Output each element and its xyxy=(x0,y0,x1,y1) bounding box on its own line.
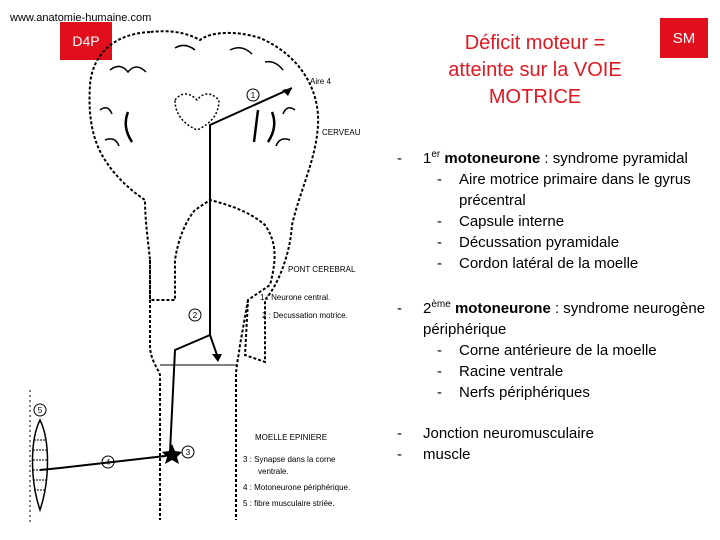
legend-1: 1 : Neurone central. xyxy=(260,293,330,302)
bullet-list: - 1er motoneurone : syndrome pyramidal -… xyxy=(393,148,713,465)
pont-label: PONT CEREBRAL xyxy=(288,265,356,274)
label-4-motoneuron: 4 xyxy=(106,458,111,467)
sub-item: -Nerfs périphériques xyxy=(437,384,590,401)
bullet-second-motoneuron: - 2ème motoneurone : syndrome neurogène … xyxy=(397,299,706,339)
sm-tag: SM xyxy=(660,18,708,58)
upper-motor-neuron-path xyxy=(169,87,293,453)
legend-4: 4 : Motoneurone périphérique. xyxy=(243,483,350,492)
basal-ganglia xyxy=(124,109,276,143)
label-2-decussation: 2 xyxy=(193,311,198,320)
brainstem-outline xyxy=(149,260,249,520)
slide-title: Déficit moteur = atteinte sur la VOIE MO… xyxy=(420,30,650,111)
sub-item: -Corne antérieure de la moelle xyxy=(437,342,657,359)
sub-item: -Décussation pyramidale xyxy=(437,234,620,251)
sub-item: -Capsule interne xyxy=(437,213,565,230)
synapse-star xyxy=(162,444,182,464)
label-3-synapse: 3 xyxy=(186,448,191,457)
bullet-muscle: -muscle xyxy=(397,446,471,463)
legend-3a: 3 : Synapse dans la corne xyxy=(243,455,336,464)
cortex-neuron-arrow xyxy=(282,88,292,96)
muscle-striations xyxy=(33,439,47,491)
title-line-1: Déficit moteur = xyxy=(464,32,606,54)
bullet-first-motoneuron: - 1er motoneurone : syndrome pyramidal xyxy=(397,149,688,168)
legend-3b: ventrale. xyxy=(258,467,289,476)
moelle-label: MOELLE EPINIERE xyxy=(255,433,327,442)
motor-pathway-diagram: 1 2 3 4 5 Aire 4 CERVEAU PONT CEREBRAL M… xyxy=(29,30,361,525)
first-prefix: 1 xyxy=(423,150,432,167)
label-1-cortex: 1 xyxy=(251,91,256,100)
sub-item: -Aire motrice primaire dans le gyrus pré… xyxy=(437,171,691,209)
site-url: www.anatomie-humaine.com xyxy=(10,12,152,24)
sub-item: -Cordon latéral de la moelle xyxy=(437,255,639,272)
decussation-arrow xyxy=(212,354,222,362)
bullet-jonction: -Jonction neuromusculaire xyxy=(397,425,594,442)
title-line-2: atteinte sur la VOIE xyxy=(448,59,622,81)
title-line-3: MOTRICE xyxy=(488,86,582,108)
sub-item: -Racine ventrale xyxy=(437,363,564,380)
second-prefix: 2 xyxy=(423,300,432,317)
muscle-fiber xyxy=(31,418,49,513)
aire-label: Aire 4 xyxy=(310,77,331,86)
cerveau-label: CERVEAU xyxy=(322,128,361,137)
ventricles xyxy=(174,93,220,131)
brain-outline xyxy=(88,30,320,364)
label-5-muscle: 5 xyxy=(38,406,43,415)
d4p-tag: D4P xyxy=(60,22,112,60)
legend-2: 2 : Decussation motrice. xyxy=(262,311,348,320)
cortex-folds xyxy=(99,44,296,147)
legend-5: 5 : fibre musculaire striée. xyxy=(243,499,335,508)
